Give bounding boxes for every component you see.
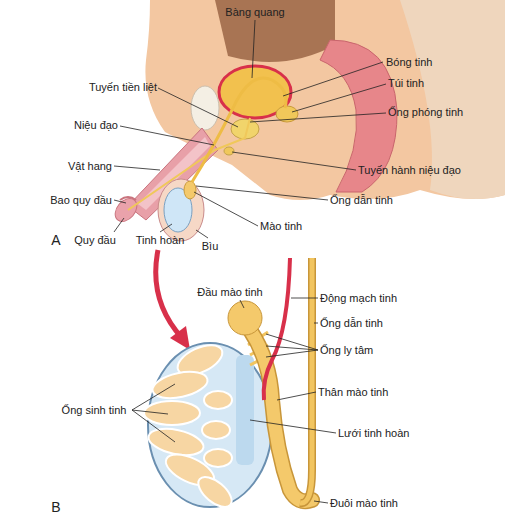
- vas-deferens: [300, 258, 312, 503]
- part-label: Lưới tinh hoàn: [338, 426, 409, 440]
- urethra: [128, 118, 250, 210]
- rete-testis: [236, 355, 254, 465]
- testicular-artery: [264, 258, 290, 400]
- scrotum: [158, 179, 204, 241]
- part-label: Ống dẫn tinh: [330, 193, 393, 207]
- vas-outline: [300, 258, 312, 503]
- testis-detail: [144, 258, 312, 513]
- part-label: Ống dẫn tinh: [320, 316, 383, 330]
- vas-deferens: [192, 78, 286, 182]
- part-label: Túi tinh: [388, 76, 424, 90]
- leader-lines-b: [132, 298, 336, 503]
- part-label: Đuôi mào tinh: [330, 496, 398, 510]
- pubic-bone: [191, 86, 219, 130]
- part-label: Thân mào tinh: [318, 385, 388, 399]
- zoom-arrow: [156, 250, 182, 338]
- part-label: Ống ly tâm: [320, 343, 373, 357]
- part-label: Bóng tinh: [386, 55, 432, 69]
- epididymis-head: [228, 301, 262, 335]
- part-label: Bao quy đầu: [50, 193, 112, 207]
- seminiferous-lobules: [144, 339, 237, 513]
- part-label: Tuyến tiền liệt: [89, 80, 157, 94]
- part-label: Mào tinh: [260, 219, 302, 233]
- body-section: [111, 0, 505, 241]
- panel-letter: B: [51, 499, 60, 515]
- epididymis-outline: [250, 330, 312, 501]
- zoom-arrowhead: [170, 326, 190, 350]
- part-label: Bìu: [202, 239, 219, 253]
- part-label: Vật hang: [68, 159, 112, 173]
- glans: [111, 194, 142, 225]
- part-label: Động mạch tinh: [320, 291, 397, 305]
- part-label: Ống phóng tinh: [388, 105, 463, 119]
- body-tissue: [145, 0, 505, 200]
- part-label: Quy đầu: [74, 233, 116, 247]
- part-label: Niệu đạo: [74, 118, 118, 132]
- part-label: Đầu mào tinh: [197, 285, 262, 299]
- part-label: Ống sinh tinh: [62, 403, 127, 417]
- epididymis: [184, 181, 196, 199]
- bulbourethral-gland: [224, 147, 234, 155]
- part-label: Bàng quang: [225, 5, 284, 19]
- intestine: [215, 0, 335, 62]
- epididymis-body: [250, 330, 312, 501]
- panel-letter: A: [51, 232, 60, 248]
- foreskin: [120, 197, 136, 200]
- part-label: Tinh hoàn: [136, 233, 185, 247]
- part-label: Tuyến hành niệu đạo: [358, 163, 461, 177]
